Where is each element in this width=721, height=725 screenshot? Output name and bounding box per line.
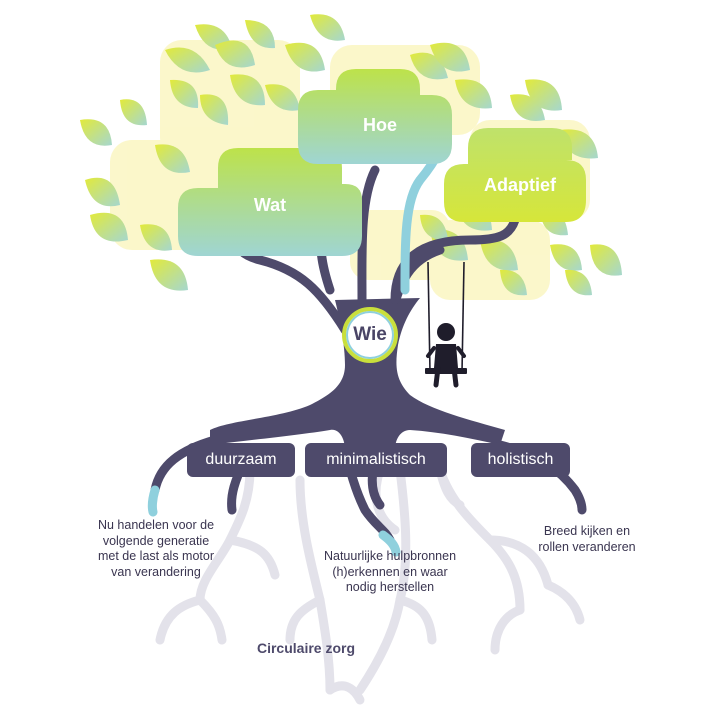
note-line: van verandering [111, 564, 201, 579]
note-line: volgende generatie [102, 533, 210, 548]
note-line: Breed kijken en [543, 524, 631, 538]
block-wat [178, 148, 362, 256]
root-tag-holistisch: holistisch [471, 443, 570, 477]
canopy-label-adaptief: Adaptief [484, 175, 556, 195]
note-line: (h)erkennen en waar [332, 564, 448, 579]
root-tag-minimalistisch: minimalistisch [305, 443, 447, 477]
note-line: rollen veranderen [538, 539, 636, 554]
note-line: Nu handelen voor de [97, 518, 215, 532]
canopy-label-hoe: Hoe [362, 115, 397, 135]
footer-label-circulaire-zorg: Circulaire zorg [256, 640, 356, 656]
block-hoe [298, 69, 452, 164]
center-wie-circle: Wie [342, 307, 398, 363]
leaves [80, 14, 622, 296]
child-on-swing-icon [425, 261, 467, 388]
trunk [210, 298, 505, 450]
note-minimalistisch: Natuurlijke hulpbronnen (h)erkennen en w… [305, 549, 475, 596]
note-line: nodig herstellen [345, 580, 435, 594]
note-line: met de last als motor [97, 549, 214, 563]
root-tag-duurzaam: duurzaam [187, 443, 295, 477]
canopy-label-wat: Wat [253, 195, 287, 215]
note-line: Natuurlijke hulpbronnen [323, 549, 457, 563]
roots-teal-tips [147, 485, 401, 557]
block-adaptief [444, 128, 586, 222]
note-holistisch: Breed kijken en rollen veranderen [532, 524, 642, 555]
note-duurzaam: Nu handelen voor de volgende generatie m… [72, 518, 240, 580]
